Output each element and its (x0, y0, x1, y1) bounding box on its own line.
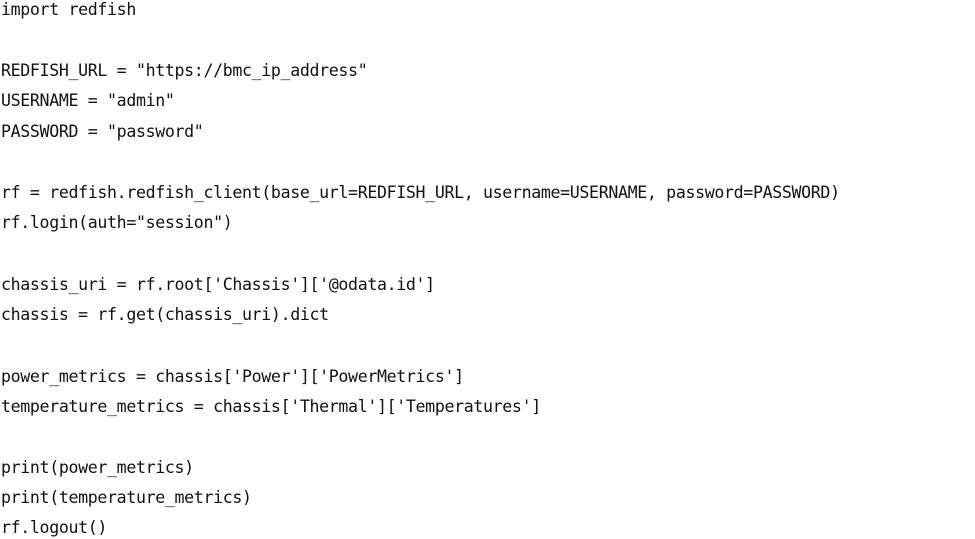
code-line-print-temperature: print(temperature_metrics) (1, 488, 252, 507)
code-line-logout: rf.logout() (1, 518, 108, 537)
code-line-password: PASSWORD = "password" (1, 122, 204, 141)
code-line-redfish-url: REDFISH_URL = "https://bmc_ip_address" (1, 61, 368, 80)
code-line-temperature-metrics: temperature_metrics = chassis['Thermal']… (1, 397, 541, 416)
code-line-power-metrics: power_metrics = chassis['Power']['PowerM… (1, 367, 464, 386)
code-line-chassis: chassis = rf.get(chassis_uri).dict (1, 305, 329, 324)
code-line-username: USERNAME = "admin" (1, 91, 175, 110)
code-line-import: import redfish (1, 0, 136, 19)
code-line-print-power: print(power_metrics) (1, 458, 194, 477)
code-line-login: rf.login(auth="session") (1, 213, 233, 232)
code-line-chassis-uri: chassis_uri = rf.root['Chassis']['@odata… (1, 275, 435, 294)
code-line-client: rf = redfish.redfish_client(base_url=RED… (1, 183, 840, 202)
